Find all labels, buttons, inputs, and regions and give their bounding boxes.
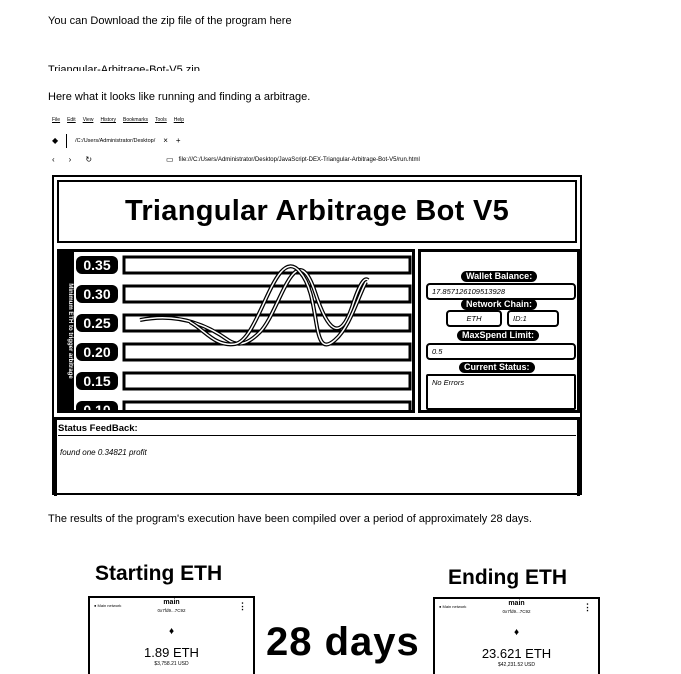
ending-eth-heading: Ending ETH — [448, 566, 567, 589]
series-line-a-inner — [139, 269, 369, 345]
maxspend-field[interactable]: 0.5 — [426, 343, 576, 360]
forward-arrow-icon[interactable]: › — [68, 155, 72, 164]
new-tab-icon[interactable]: + — [175, 136, 181, 145]
y-tick-pill — [76, 314, 118, 332]
starting-wallet-card: ● Main network main 0x7fd9...7C92 ⋮ ♦ 1.… — [88, 596, 255, 674]
menu-history[interactable]: History — [100, 117, 116, 123]
wallet-panel: Wallet Balance: 17.857126109513928 Netwo… — [418, 249, 580, 413]
current-status-label: Current Status: — [459, 362, 535, 373]
status-right-border — [577, 420, 580, 496]
status-divider — [58, 435, 576, 436]
ending-wallet-card: ● Main network main 0x7fd9...7C92 ⋮ ♦ 23… — [433, 597, 600, 674]
chart-row-bar — [122, 255, 412, 275]
network-chain-field[interactable]: ETH — [446, 310, 502, 327]
tab-divider — [66, 134, 68, 148]
app-title: Triangular Arbitrage Bot V5 — [124, 195, 510, 227]
y-tick-pill — [76, 343, 118, 361]
start-network-label: ● Main network — [94, 603, 122, 608]
chart-row-bar — [122, 400, 412, 410]
browser-tab-title[interactable]: /C:/Users/Administrator/Desktop/ — [75, 138, 156, 144]
end-usd-value: $42,231.52 USD — [498, 662, 535, 668]
y-tick-label: 0.10 — [83, 402, 110, 410]
end-account-address: 0x7fd9...7C92 — [502, 609, 531, 614]
y-tick-pill — [76, 256, 118, 274]
days-label: 28 days — [266, 620, 420, 664]
y-tick-label: 0.30 — [83, 286, 110, 302]
y-tick-label: 0.20 — [83, 344, 110, 360]
tab-list-icon[interactable]: ◆ — [52, 136, 59, 145]
status-feedback-panel: Status FeedBack: found one 0.34821 profi… — [54, 417, 580, 496]
address-bar[interactable]: ▭ file:///C:/Users/Administrator/Desktop… — [166, 156, 420, 164]
menu-bookmarks[interactable]: Bookmarks — [123, 117, 149, 123]
start-balance: 1.89 ETH — [144, 645, 199, 660]
chart-row-bar — [122, 342, 412, 362]
intro-text: You can Download the zip file of the pro… — [48, 15, 292, 27]
end-kebab-menu-icon[interactable]: ⋮ — [583, 602, 592, 612]
back-arrow-icon[interactable]: ‹ — [52, 155, 55, 164]
starting-eth-heading: Starting ETH — [95, 562, 223, 585]
running-description: Here what it looks like running and find… — [48, 91, 311, 103]
browser-address-row: ‹ › ↻ ▭ file:///C:/Users/Administrator/D… — [52, 153, 572, 167]
y-tick-pill — [76, 372, 118, 390]
arbitrage-chart: Minimum ETH to trigger arbitrage 0.35 0.3… — [57, 249, 415, 413]
y-axis-label: Minimum ETH to trigger arbitrage — [67, 283, 73, 379]
maxspend-label: MaxSpend Limit: — [457, 330, 540, 341]
browser-menu-bar: File Edit View History Bookmarks Tools H… — [52, 117, 184, 123]
end-balance: 23.621 ETH — [481, 646, 552, 661]
current-status-field: No Errors — [426, 374, 576, 410]
menu-tools[interactable]: Tools — [155, 117, 167, 123]
end-network-label: ● Main network — [439, 604, 467, 609]
y-tick-label: 0.35 — [83, 257, 110, 273]
y-axis-bar — [60, 252, 74, 410]
file-icon: ▭ — [166, 155, 174, 164]
results-text: The results of the program's execution h… — [48, 513, 532, 525]
app-title-box: Triangular Arbitrage Bot V5 — [57, 180, 577, 243]
menu-file[interactable]: File — [52, 117, 61, 123]
network-chain-label: Network Chain: — [461, 299, 538, 310]
wallet-balance-label: Wallet Balance: — [461, 271, 538, 282]
chart-row-bar — [122, 371, 412, 391]
start-usd-value: $3,758.21 USD — [154, 661, 189, 667]
menu-help[interactable]: Help — [173, 117, 184, 123]
wallet-balance-field[interactable]: 17.857126109513928 — [426, 283, 576, 300]
status-feedback-message: found one 0.34821 profit — [60, 448, 147, 457]
browser-tab-row: ◆ /C:/Users/Administrator/Desktop/ × + — [52, 134, 572, 148]
network-id-field[interactable]: ID:1 — [507, 310, 559, 327]
zip-download-link[interactable]: Triangular-Arbitrage-Bot-V5.zip — [48, 64, 200, 71]
series-line-b-inner — [189, 265, 367, 346]
y-tick-label: 0.15 — [83, 373, 110, 389]
end-account-name: main — [508, 600, 525, 607]
start-eth-icon: ♦ — [168, 626, 175, 637]
start-kebab-menu-icon[interactable]: ⋮ — [238, 601, 247, 611]
menu-edit[interactable]: Edit — [67, 117, 76, 123]
reload-icon[interactable]: ↻ — [85, 155, 93, 164]
tab-close-icon[interactable]: × — [163, 136, 168, 145]
y-tick-pill — [76, 285, 118, 303]
status-left-border — [54, 420, 57, 496]
y-tick-pill — [76, 401, 118, 410]
start-account-address: 0x7fd9...7C92 — [157, 608, 186, 613]
series-line-a — [139, 268, 370, 346]
arbitrage-bot-app: Triangular Arbitrage Bot V5 Minimum ETH … — [52, 175, 582, 496]
menu-view[interactable]: View — [82, 117, 94, 123]
address-url: file:///C:/Users/Administrator/Desktop/J… — [178, 157, 420, 163]
y-tick-label: 0.25 — [83, 315, 110, 331]
start-account-name: main — [163, 599, 180, 606]
status-feedback-label: Status FeedBack: — [58, 423, 138, 434]
end-eth-icon: ♦ — [513, 627, 520, 638]
